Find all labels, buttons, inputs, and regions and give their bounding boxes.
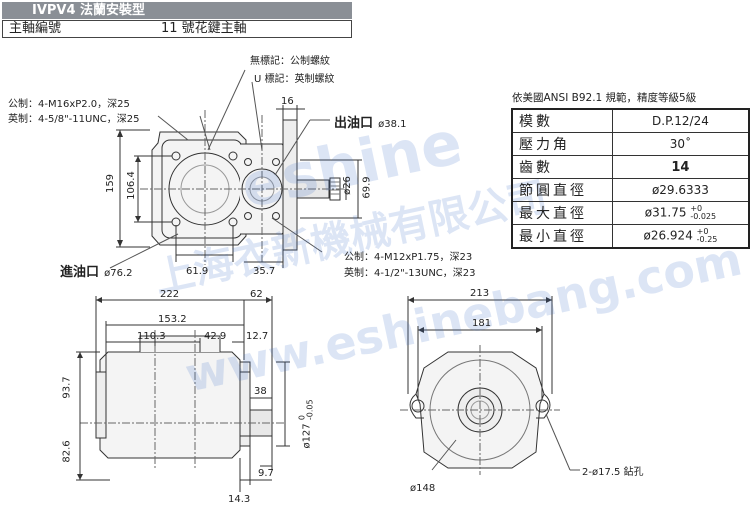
tol-dn: -0.025 [690, 212, 717, 221]
inlet-size: ø76.2 [104, 268, 133, 279]
dim-62: 62 [250, 289, 263, 300]
dim-38: 38 [254, 386, 267, 397]
table-row: 最小直徑 ø26.924 +0-0.25 [511, 224, 750, 249]
shaft-label: 主軸編號 [9, 21, 62, 36]
spec-value: 14 [611, 155, 750, 179]
dim-127-tolerance: 0-0.05 [298, 399, 315, 421]
dim-16: 16 [281, 96, 294, 107]
table-row: 最大直徑 ø31.75 +0-0.025 [511, 201, 750, 225]
model-title: IVPV4 法蘭安裝型 [2, 2, 352, 19]
inlet-callout: 進油口 ø76.2 [60, 261, 133, 280]
dim-106-4: 106.4 [125, 171, 137, 200]
metric-outlet-thread: 公制：4-M12xP1.75，深23 [344, 252, 473, 263]
spec-key: 最小直徑 [511, 224, 613, 249]
dim-42-9: 42.9 [204, 331, 227, 342]
outlet-size: ø38.1 [378, 119, 407, 130]
table-row: 壓力角 30˚ [511, 132, 750, 156]
dim-69-9: 69.9 [361, 176, 373, 199]
spec-key: 最大直徑 [511, 201, 613, 225]
dim-14-3: 14.3 [228, 494, 251, 505]
tolerance: +0-0.25 [697, 228, 718, 244]
dim-127-value: ø127 [301, 423, 313, 449]
spec-key: 模數 [511, 108, 613, 133]
spec-key: 齒數 [511, 155, 613, 179]
imperial-inlet-thread: 英制：4-5/8"-11UNC，深25 [8, 114, 140, 125]
spline-spec-table: 模數 D.P.12/24 壓力角 30˚ 齒數 14 節圓直徑 ø29.6333… [511, 108, 750, 249]
spec-value: ø31.75 [644, 205, 687, 220]
shaft-value: 11 號花鍵主軸 [161, 21, 247, 36]
no-mark-note: 無標記：公制螺紋 [250, 56, 330, 67]
metric-inlet-thread: 公制：4-M16xP2.0，深25 [8, 99, 130, 110]
dim-82-6: 82.6 [61, 440, 73, 463]
tol-up: +0 [696, 227, 709, 236]
spec-value-with-tolerance: ø26.924 +0-0.25 [611, 224, 750, 249]
dim-35-7: 35.7 [253, 266, 276, 277]
tol-dn: -0.25 [696, 235, 718, 244]
dim-shaft-dia: ø26 [341, 176, 353, 195]
spec-value: ø26.924 [643, 228, 693, 243]
inlet-label: 進油口 [60, 265, 100, 280]
spec-value: 30˚ [611, 132, 750, 156]
spec-key: 節圓直徑 [511, 178, 613, 202]
dim-93-7: 93.7 [61, 376, 73, 399]
dim-9-7: 9.7 [258, 468, 274, 479]
dim-213: 213 [470, 288, 490, 299]
spec-value-with-tolerance: ø31.75 +0-0.025 [611, 201, 750, 225]
dim-127: ø127 0-0.05 [298, 399, 315, 449]
tol-up: +0 [690, 204, 703, 213]
outlet-callout: 出油口 ø38.1 [334, 112, 407, 131]
flange-diameter: ø148 [410, 483, 436, 494]
dim-153-2: 153.2 [158, 314, 187, 325]
dim-127-tol-dn: -0.05 [305, 399, 315, 421]
dim-110-3: 110.3 [137, 331, 166, 342]
spec-value: ø29.6333 [611, 178, 750, 202]
u-mark-note: U 標記：英制螺紋 [254, 74, 335, 85]
dim-222: 222 [160, 289, 180, 300]
spec-value: D.P.12/24 [611, 108, 750, 133]
dim-12-7: 12.7 [246, 331, 269, 342]
outlet-label: 出油口 [334, 116, 374, 131]
tolerance: +0-0.025 [690, 205, 716, 221]
drill-holes-note: 2-ø17.5 鉆孔 [582, 467, 644, 478]
spec-key: 壓力角 [511, 132, 613, 156]
imperial-outlet-thread: 英制：4-1/2"-13UNC，深23 [344, 268, 476, 279]
shaft-number-row: 主軸編號 11 號花鍵主軸 [2, 20, 352, 38]
spec-title: 依美國ANSI B92.1 規範，精度等級5級 [512, 92, 697, 104]
table-row: 節圓直徑 ø29.6333 [511, 178, 750, 202]
table-row: 齒數 14 [511, 155, 750, 179]
dim-181: 181 [472, 318, 492, 329]
dim-61-9: 61.9 [186, 266, 209, 277]
dim-159: 159 [105, 173, 117, 194]
table-row: 模數 D.P.12/24 [511, 108, 750, 133]
